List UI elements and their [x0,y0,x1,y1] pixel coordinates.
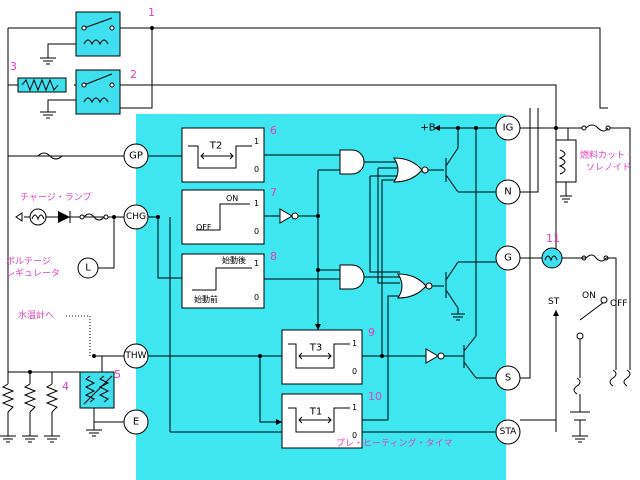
terminal-gp: GP [123,143,149,169]
label-3: 3 [10,60,17,73]
t3-label: T3 [309,343,322,354]
switch-off-label: OFF [610,299,627,309]
not-gate-1 [279,208,299,224]
t1-zero: 0 [352,431,357,440]
svg-text:CHG: CHG [126,212,146,222]
terminal-e: E [123,409,149,435]
label-1: 1 [148,6,155,19]
label-11: 11 [546,232,560,245]
label-5: 5 [114,368,121,381]
b7-on: ON [226,194,238,203]
terminal-ig: IG [495,115,521,141]
t1-label: T1 [309,407,322,418]
start-block-8: 始動後 始動前 1 0 [181,253,265,309]
b8-zero: 0 [254,293,259,302]
fuse-g [581,254,609,262]
resistors-4 [1,383,59,413]
svg-text:G: G [504,253,512,264]
panel-title: プレ・ヒーティング・タイマ [336,437,452,449]
terminal-thw: THW [123,343,149,369]
nor-gate-1 [393,157,429,183]
label-10: 10 [368,390,382,403]
and-gate-2 [339,264,365,290]
b7-one: 1 [254,199,259,208]
b7-off: OFF [196,223,212,232]
switch-block-7: ON OFF 1 0 [181,189,265,245]
svg-text:E: E [133,417,139,428]
t2-zero: 0 [254,165,259,174]
charge-lamp-chain [15,208,109,226]
fuel-cut-solenoid [555,139,577,183]
volt-reg-label-2: レギュレータ [6,268,60,279]
terminal-chg: CHG [123,204,149,230]
label-9: 9 [368,326,375,339]
label-6: 6 [270,124,277,137]
t2-label: T2 [209,141,222,152]
svg-text:S: S [505,373,511,384]
relay-2: 2 [75,68,137,115]
label-2: 2 [130,68,137,81]
resistor-3: 3 [10,60,67,93]
terminal-g: G [495,245,521,271]
label-8: 8 [270,250,277,263]
terminal-s: S [495,365,521,391]
t3-zero: 0 [352,367,357,376]
volt-reg-label-1: ボルテージ [6,256,51,267]
nor-gate-2 [397,273,433,299]
plus-b-label: +B [420,123,435,134]
svg-text:GP: GP [129,151,143,162]
st-label: ST [548,297,560,307]
terminal-l: L [77,257,99,279]
switch-on-label: ON [582,291,596,301]
label-4: 4 [62,380,69,393]
b8-before: 始動前 [194,294,218,304]
relay-1: 1 [75,6,155,57]
b8-one: 1 [254,259,259,268]
fuse-gp [37,152,63,160]
not-gate-2 [425,348,445,364]
b7-zero: 0 [254,227,259,236]
junctions [28,26,558,374]
svg-text:L: L [85,263,91,274]
sensor-5 [79,371,115,409]
t3-one: 1 [352,339,357,348]
water-temp-label: 水温計へ [18,309,54,321]
fuel-cut-label-1: 燃料カット・ [580,149,634,161]
and-gate-1 [339,149,365,175]
svg-text:THW: THW [124,351,146,361]
lamp-11: 11 [541,232,563,269]
svg-text:N: N [504,187,511,198]
timer-t1-block: T1 1 0 [281,393,363,449]
terminal-sta: STA [495,419,521,445]
t2-one: 1 [254,137,259,146]
t1-one: 1 [352,403,357,412]
ignition-key-switch [573,296,631,395]
fuse-ig [581,124,611,132]
timer-t3-block: T3 1 0 [281,329,363,385]
terminal-n: N [495,179,521,205]
charge-lamp-label: チャージ・ランプ [20,192,91,203]
fuel-cut-label-2: ソレノイド [586,163,631,173]
label-7: 7 [270,186,277,199]
b8-after: 始動後 [222,255,246,265]
timer-t2-block: T2 1 0 [181,127,265,183]
svg-text:IG: IG [503,123,514,134]
svg-text:STA: STA [500,427,518,437]
